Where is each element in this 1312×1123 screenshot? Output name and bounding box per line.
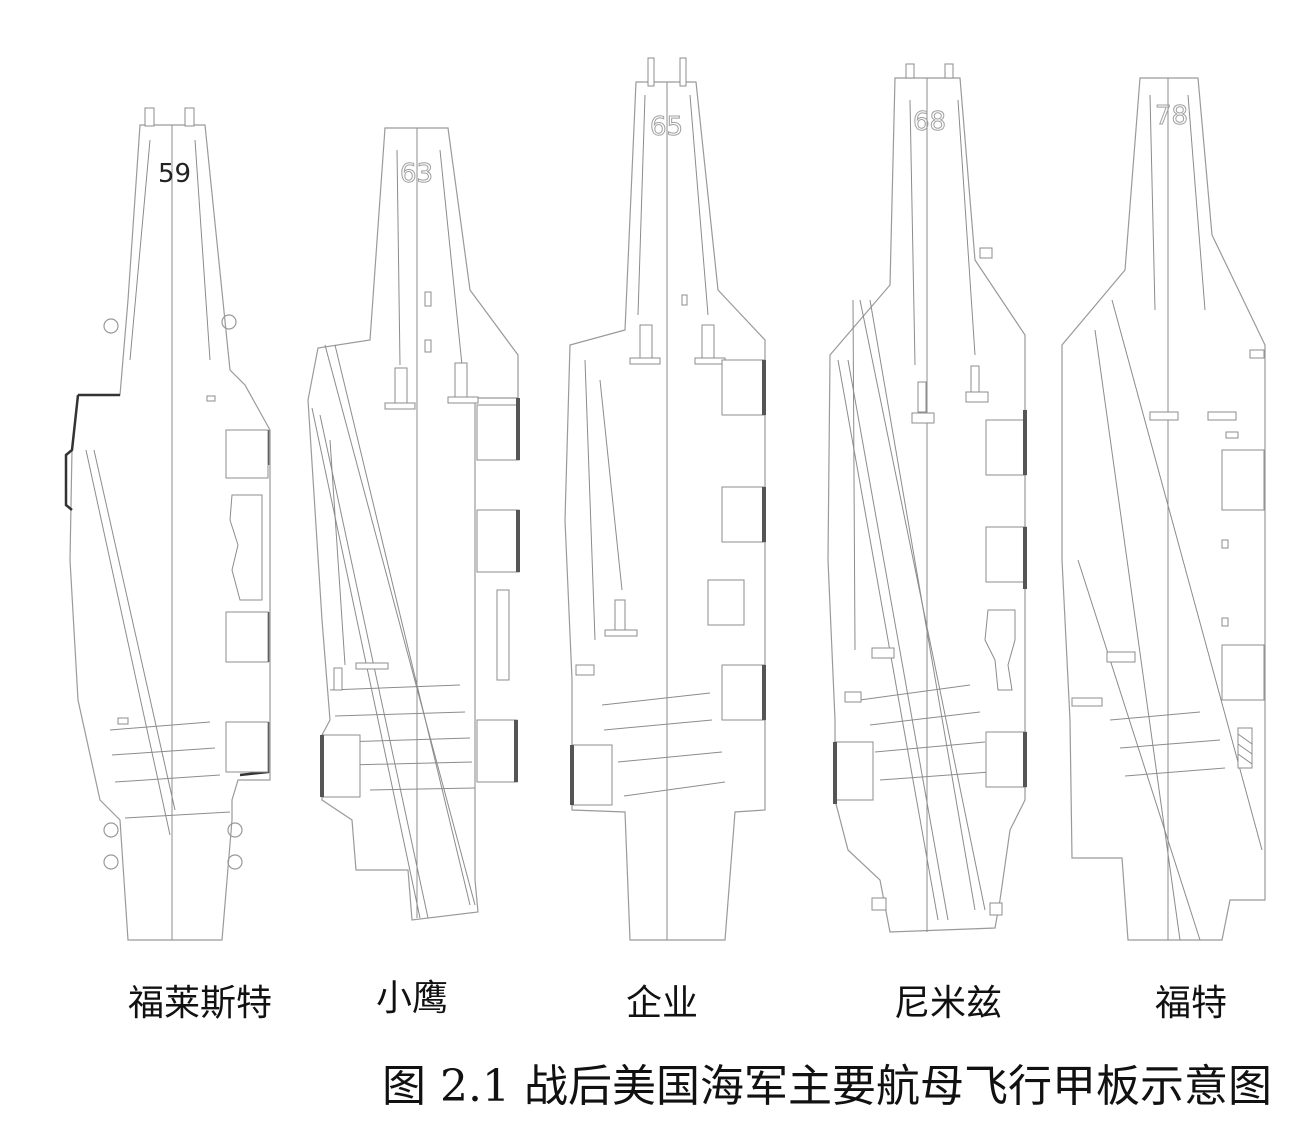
island-ford [1237, 727, 1253, 769]
label-nimitz: 尼米兹 [894, 983, 1002, 1024]
deck-kitty-hawk: 63 [307, 127, 520, 921]
label-enterprise: 企业 [626, 983, 698, 1024]
island-nimitz [984, 609, 1016, 691]
deck-enterprise: 65 [564, 57, 766, 941]
hull-number-ford: 78 [1155, 101, 1188, 131]
deck-ford: 78 [1061, 77, 1266, 941]
hull-outline-enterprise [564, 81, 766, 941]
figure-caption: 图 2.1 战后美国海军主要航母飞行甲板示意图 [382, 1061, 1272, 1112]
deck-forrestal: 59 [64, 107, 271, 941]
hull-number-enterprise: 65 [650, 112, 683, 142]
label-ford: 福特 [1155, 983, 1227, 1024]
hull-outline-forrestal [69, 124, 271, 941]
hull-number-nimitz: 68 [913, 107, 946, 137]
hull-number-kitty-hawk: 63 [400, 159, 433, 189]
label-forrestal: 福莱斯特 [128, 983, 272, 1024]
label-kitty-hawk: 小鹰 [376, 978, 448, 1019]
hull-number-forrestal: 59 [158, 159, 191, 189]
hull-outline-ford [1061, 77, 1266, 941]
hull-outline-nimitz [827, 77, 1026, 933]
hull-outline-kitty-hawk [307, 127, 519, 921]
island-forrestal [229, 494, 263, 601]
deck-nimitz: 68 [827, 63, 1027, 933]
